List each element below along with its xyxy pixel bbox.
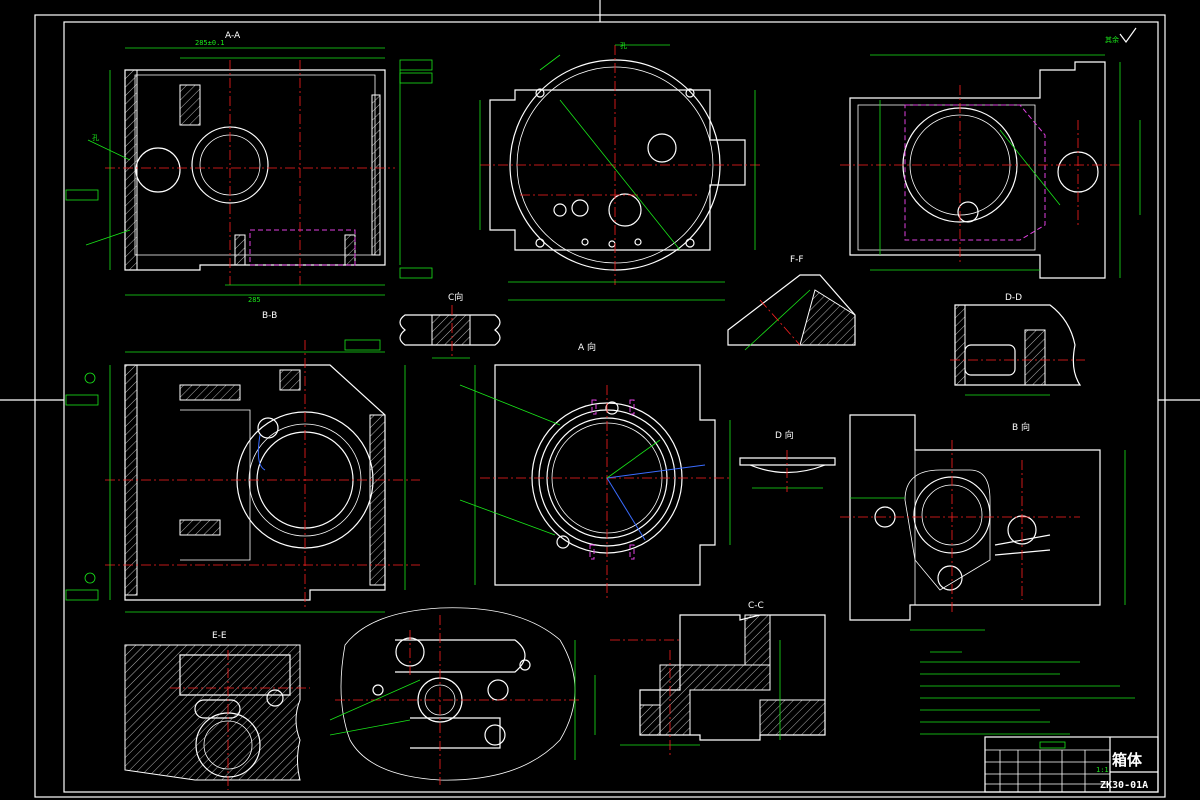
section-d-d-view: D-D [950,293,1085,396]
view-label-f-f: F-F [790,255,804,265]
view-a-direction: A 向 [459,341,731,600]
drawing-number: ZK30-01A [1100,780,1148,791]
view-label-c-c: C-C [748,601,764,611]
part-name: 箱体 [1112,751,1143,769]
svg-text:孔: 孔 [92,134,99,142]
detail-section-small: C向 [399,291,501,359]
svg-text:285: 285 [248,296,261,304]
title-block: 箱体 ZK30-01A 1:1 [984,736,1159,793]
section-b-b-view: B-B [65,311,420,613]
scale-value: 1:1 [1096,766,1109,774]
view-label-b-view: B 向 [1012,421,1030,433]
view-label-d-view: D 向 [775,429,794,441]
svg-text:其余: 其余 [1105,35,1119,44]
section-e-e-view: E-E [124,631,310,790]
view-label-a-view: A 向 [578,341,596,353]
section-a-a-view: A-A 285±0.1 285 孔 [65,31,433,304]
technical-notes [920,651,1135,735]
flange-detail-view [329,607,580,785]
view-label-e-e: E-E [212,631,227,641]
view-label-a-a: A-A [225,31,241,41]
front-view: 孔 [479,42,760,301]
view-label-d-d: D-D [1005,293,1022,303]
svg-text:C向: C向 [448,291,463,303]
svg-text:孔: 孔 [620,42,627,50]
section-f-f-view: F-F [727,255,856,351]
surface-roughness-symbol: 其余 [1105,27,1137,44]
svg-text:285±0.1: 285±0.1 [195,39,225,47]
view-b-direction: B 向 [840,414,1126,631]
right-upper-view [840,54,1141,279]
section-c-c-view: C-C [594,601,826,755]
view-label-b-b: B-B [262,311,277,321]
view-d-direction: D 向 [739,429,836,492]
